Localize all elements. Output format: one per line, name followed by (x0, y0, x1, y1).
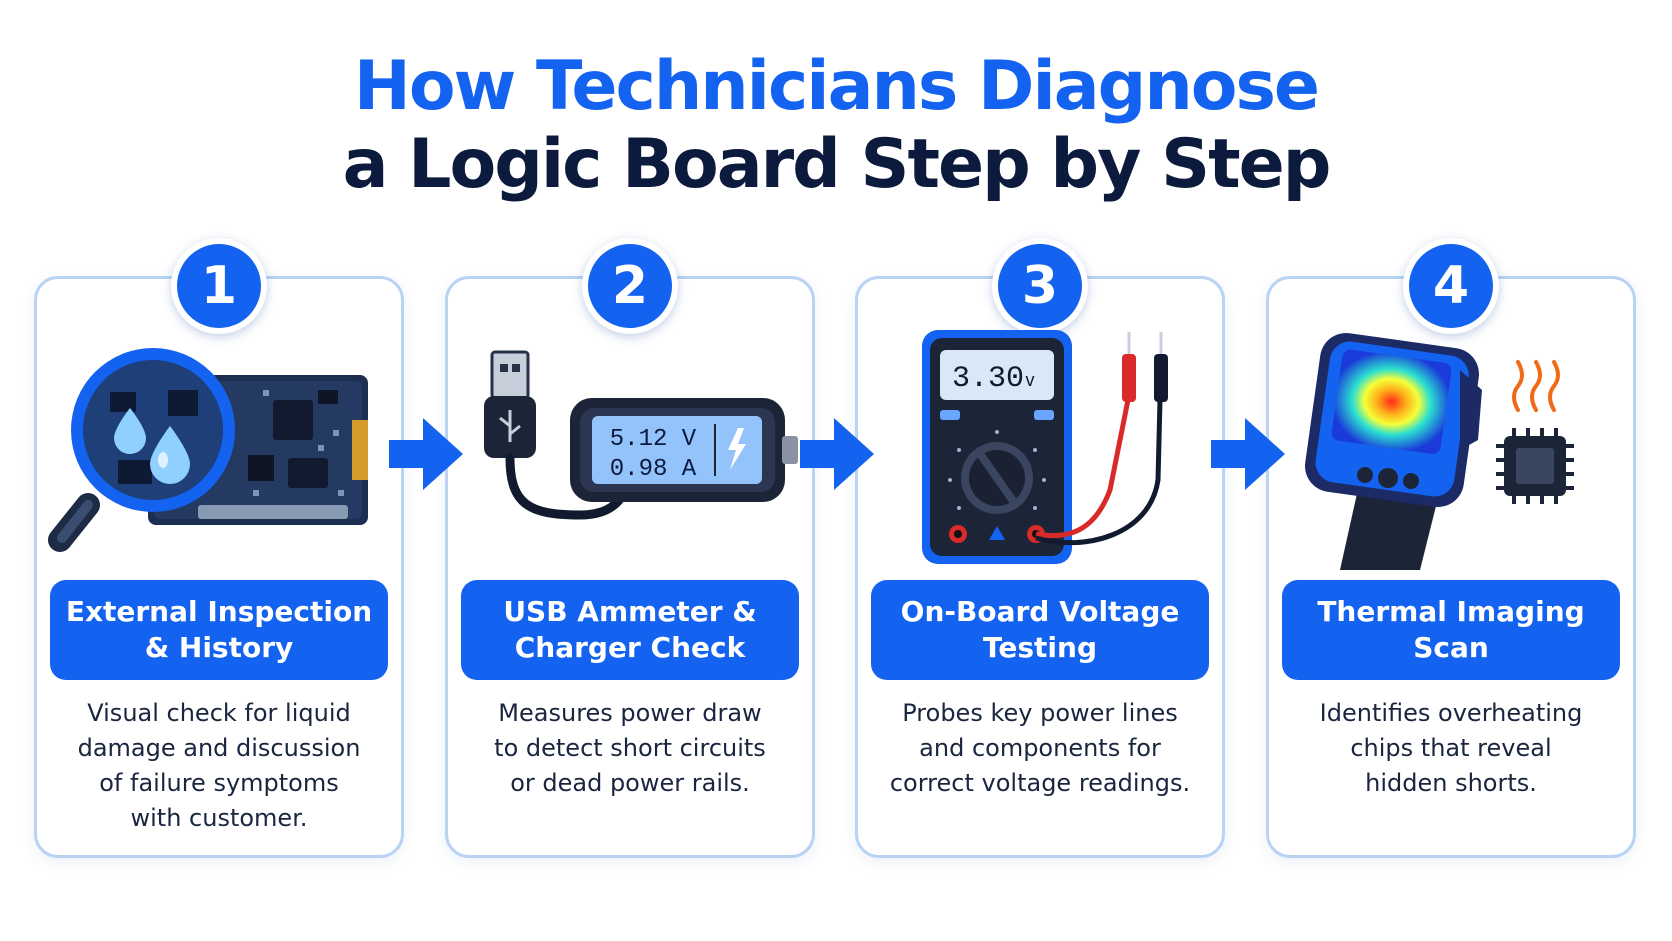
step-description-2: Measures power draw to detect short circ… (494, 699, 766, 797)
title-line-1: How Technicians Diagnose (353, 47, 1320, 126)
step-number-badge-3: 3 (992, 238, 1088, 334)
step-number-badge-4: 4 (1403, 238, 1499, 334)
step-label-2: USB Ammeter &Charger Check (461, 580, 799, 680)
multimeter-reading: 3.30 (952, 362, 1024, 396)
arrow-right-icon (389, 418, 463, 490)
title-line-2: a Logic Board Step by Step (342, 125, 1332, 204)
step-description-1: Visual check for liquid damage and discu… (77, 699, 361, 832)
thermal-camera-icon (1305, 333, 1574, 570)
meter-current-readout: 0.98 A (610, 456, 697, 483)
multimeter-icon: 3.30 v (922, 330, 1168, 564)
usb-ammeter-icon: 5.12 V 0.98 A (484, 350, 798, 520)
multimeter-unit: v (1026, 370, 1035, 390)
page-title: How Technicians Diagnose a Logic Board S… (0, 48, 1672, 204)
meter-voltage-readout: 5.12 V (610, 426, 697, 453)
arrow-right-icon (1211, 418, 1285, 490)
step-description-3: Probes key power lines and components fo… (889, 699, 1191, 797)
hot-chip-icon (1496, 360, 1574, 504)
step-label-1: External Inspection& History (50, 580, 388, 680)
step-number-badge-1: 1 (171, 238, 267, 334)
magnifier-logic-board-icon (48, 348, 368, 552)
step-number-badge-2: 2 (582, 238, 678, 334)
step-description-4: Identifies overheating chips that reveal… (1319, 699, 1583, 797)
arrow-right-icon (800, 418, 874, 490)
